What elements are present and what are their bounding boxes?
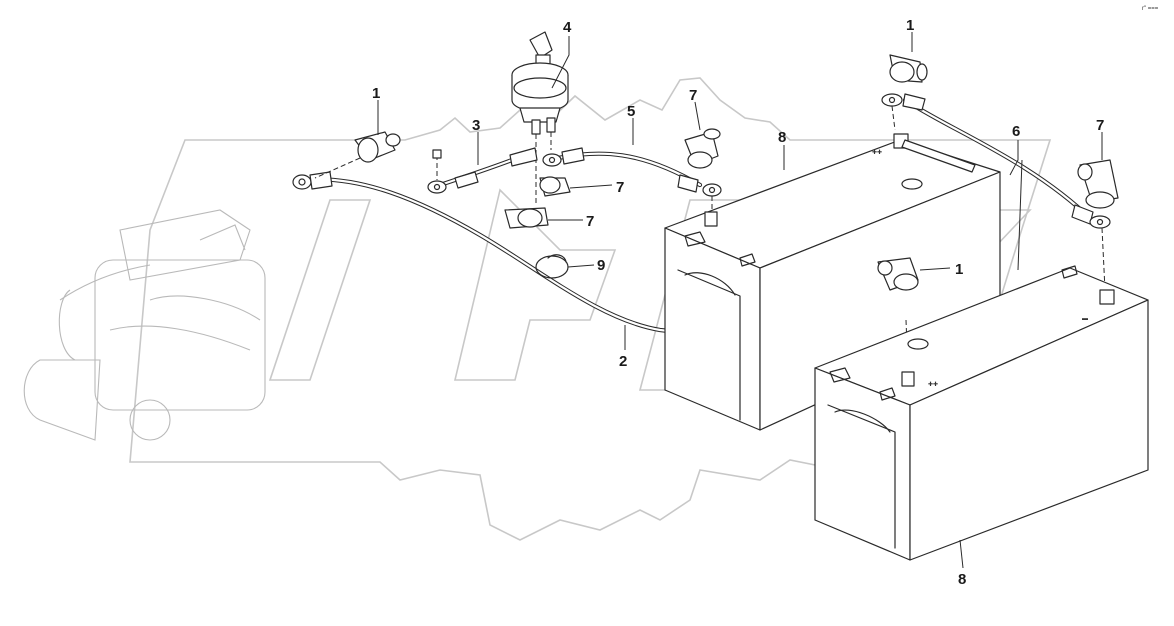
cable-clamp [535, 254, 569, 279]
callout-8-battery-1: 8 [778, 129, 786, 146]
callout-7-boot-switch-upper: 7 [616, 179, 624, 196]
terminal-boot-7-battery1 [684, 128, 721, 169]
callout-2-ground-cable: 2 [619, 353, 627, 370]
svg-text:✚✚: ✚✚ [872, 149, 882, 156]
callout-6-inter-battery-cable: 6 [1012, 123, 1020, 140]
switch-cable-3 [427, 147, 538, 194]
battery-2: ✚✚ ▬ [814, 265, 1149, 561]
callout-1-terminal-cap-top: 1 [906, 17, 914, 34]
terminal-cap-1-top [889, 54, 928, 83]
callout-8-battery-2: 8 [958, 571, 966, 588]
callout-7-boot-battery1: 7 [689, 87, 697, 104]
terminal-boot-7-switch-upper [539, 176, 571, 197]
callout-4-battery-switch: 4 [563, 19, 572, 36]
callout-5-switch-cable: 5 [627, 103, 635, 120]
leader-lines [377, 32, 1103, 569]
svg-text:✚✚: ✚✚ [928, 381, 938, 388]
callout-7-boot-right: 7 [1096, 117, 1104, 134]
corner-mark: r" === [1142, 6, 1159, 12]
callout-9-cable-clamp: 9 [597, 257, 605, 274]
terminal-cap-left [314, 131, 401, 179]
callout-3-switch-cable: 3 [472, 117, 480, 134]
svg-text:▬: ▬ [1082, 316, 1088, 322]
inter-battery-cable [881, 93, 1111, 291]
callout-7-boot-switch-lower: 7 [586, 213, 594, 230]
starter-motor [23, 209, 266, 441]
terminal-boot-7-switch-lower [504, 207, 549, 229]
terminal-cap-1-middle [877, 257, 919, 373]
callout-1-terminal-cap-middle: 1 [955, 261, 963, 278]
switch-cable-5 [542, 147, 722, 215]
callout-1-terminal-cap-left: 1 [372, 85, 380, 102]
terminal-boot-7-right [1077, 159, 1119, 209]
